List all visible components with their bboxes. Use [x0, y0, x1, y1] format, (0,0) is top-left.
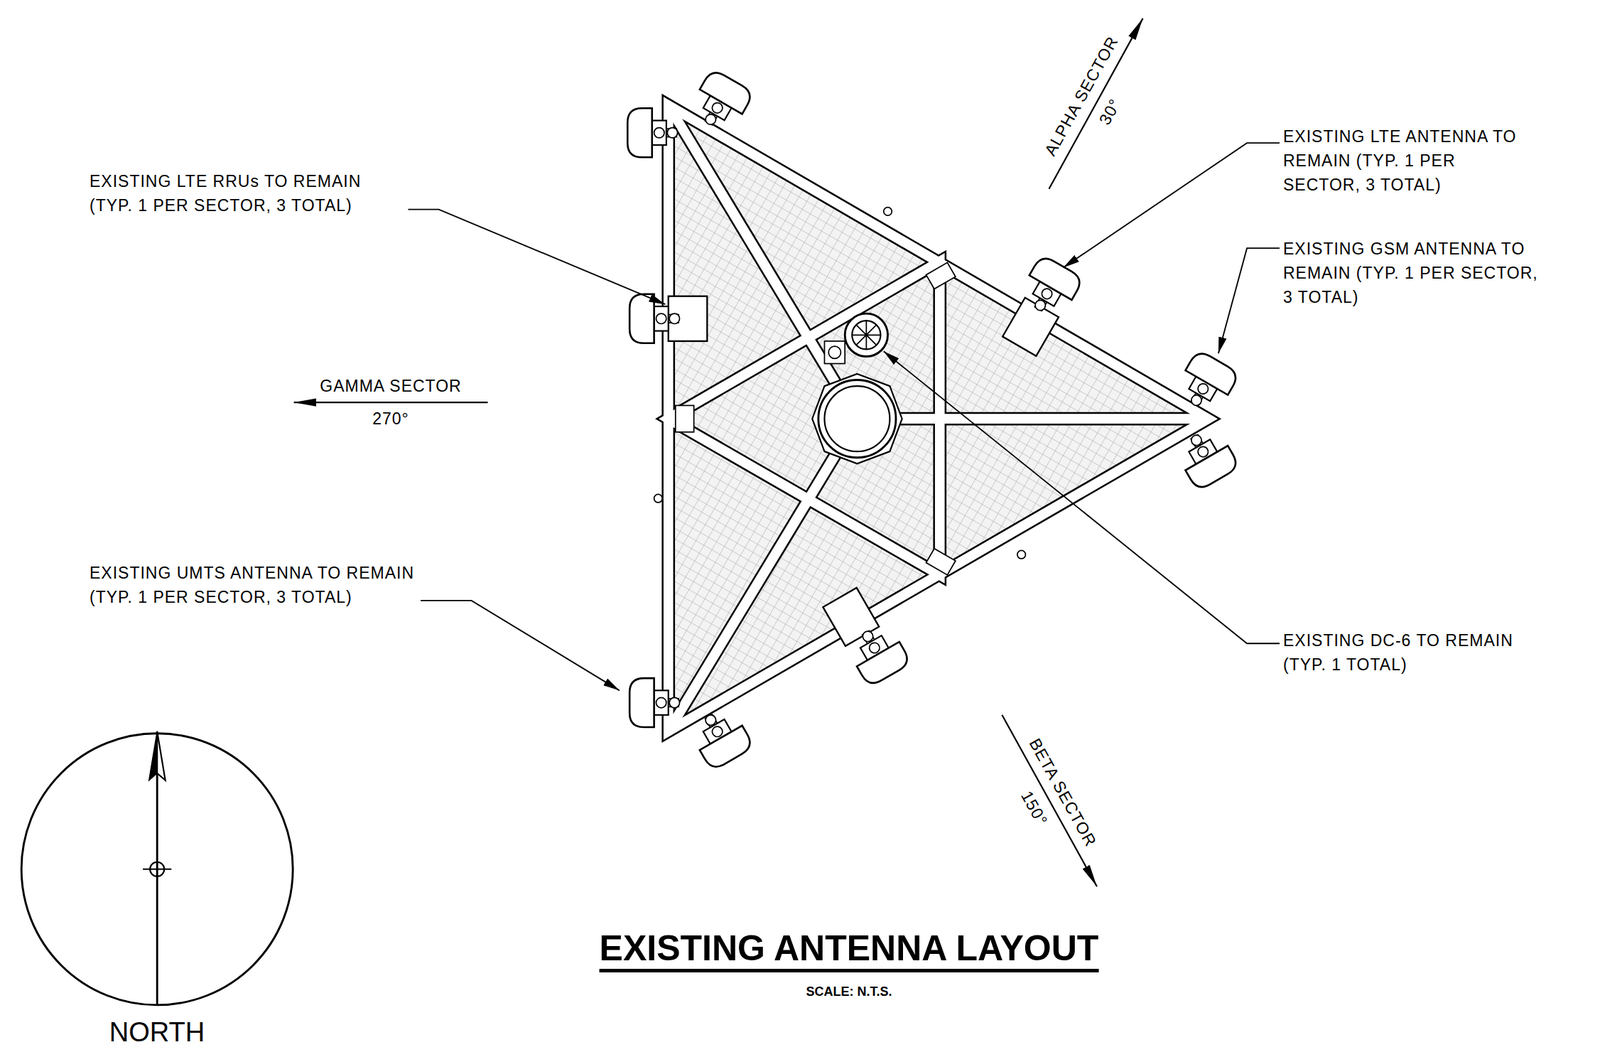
sector-label-group: GAMMA SECTOR 270° [318, 375, 463, 429]
frame-members-fill [668, 105, 1209, 732]
leader-line [883, 350, 1280, 643]
callout-note: EXISTING DC-6 TO REMAIN (TYP. 1 TOTAL) [1283, 628, 1519, 677]
sector-azimuth: 150° [1015, 785, 1053, 830]
sector-arrows [294, 18, 1144, 886]
leader-line [1218, 247, 1280, 354]
sector-label-group: ALPHA SECTOR30° [1039, 31, 1152, 177]
center-pole [812, 373, 902, 464]
grating-floor [668, 105, 1209, 732]
antenna-symbol [629, 294, 680, 344]
callout-note: EXISTING UMTS ANTENNA TO REMAIN (TYP. 1 … [89, 560, 421, 609]
frame-members-outline [668, 105, 1209, 732]
scale-caption: SCALE: N.T.S. [805, 983, 892, 999]
antenna-symbol [687, 703, 755, 771]
leader-lines [407, 142, 1280, 690]
sector-arrow [1048, 18, 1143, 189]
antenna-symbol [844, 619, 912, 688]
rru-box [1002, 297, 1059, 356]
sector-azimuth: 30° [1094, 93, 1127, 130]
antenna-symbol [1016, 254, 1085, 322]
leader-line [409, 600, 619, 690]
bolt [654, 493, 663, 502]
gusset-plate [926, 548, 956, 575]
rru-units [668, 296, 1059, 646]
leader-line [407, 209, 666, 305]
sector-azimuth: 270° [370, 408, 411, 429]
bolt [883, 207, 892, 216]
sector-arrow [294, 401, 489, 403]
gusset-plate [675, 404, 695, 432]
callout-note: EXISTING LTE ANTENNA TO REMAIN (TYP. 1 P… [1283, 124, 1524, 197]
antenna-symbol [629, 677, 680, 727]
antenna-symbol [687, 68, 755, 136]
north-label: NORTH [109, 1017, 205, 1046]
panel-antennas [627, 68, 1240, 771]
bolt [1017, 549, 1026, 558]
sector-label-group: BETA SECTOR150° [995, 733, 1102, 867]
sector-arrow [1001, 714, 1097, 886]
callout-note: EXISTING GSM ANTENNA TO REMAIN (TYP. 1 P… [1283, 236, 1543, 310]
platform-frame [654, 105, 1209, 732]
drawing-title: EXISTING ANTENNA LAYOUT [599, 929, 1100, 972]
dc6-surge-suppressor [824, 313, 888, 364]
antenna-symbol [1173, 348, 1241, 417]
spacer [600, 972, 1101, 974]
north-arrow [21, 731, 293, 1005]
sector-name: GAMMA SECTOR [318, 375, 463, 396]
gusset-plate [926, 262, 956, 289]
callout-note: EXISTING LTE RRUs TO REMAIN (TYP. 1 PER … [89, 169, 366, 218]
antenna-symbol [627, 107, 678, 158]
antenna-symbol [1173, 423, 1241, 491]
